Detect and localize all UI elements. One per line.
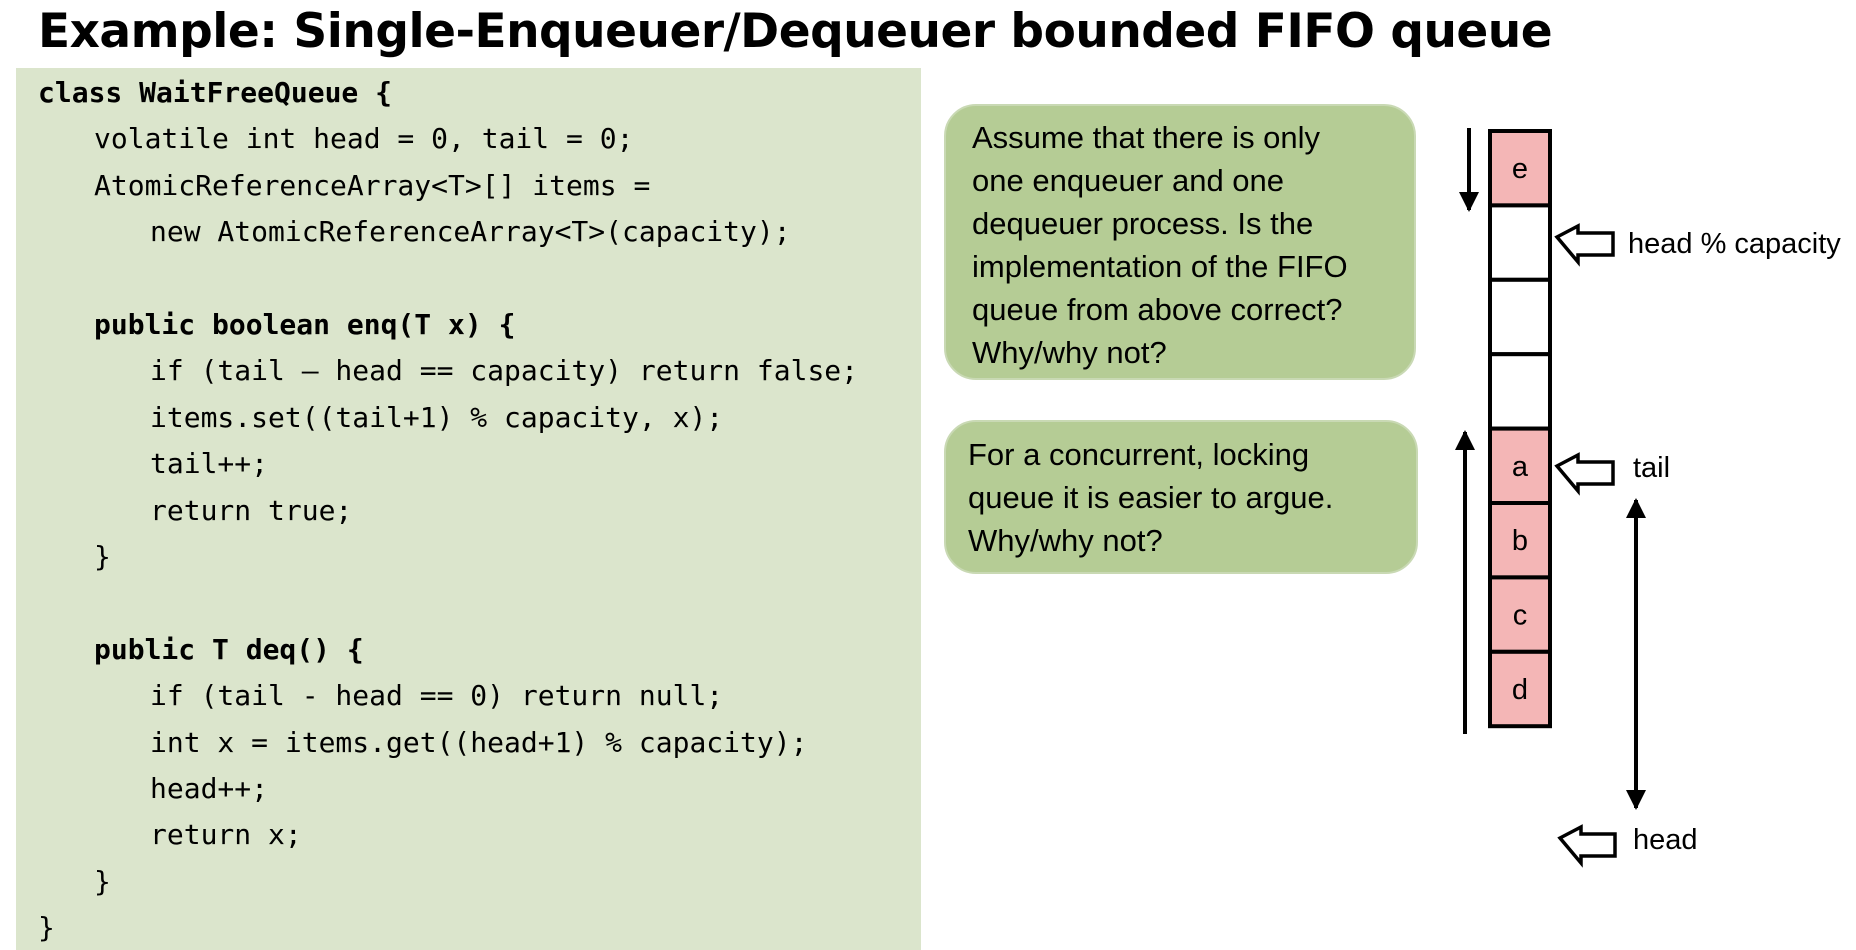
- code-line: }: [94, 540, 111, 573]
- head-pointer: head: [1557, 824, 1698, 868]
- callout-line: dequeuer process. Is the: [972, 206, 1314, 241]
- slide-title: Example: Single-Enqueuer/Dequeuer bounde…: [38, 4, 1553, 59]
- queue-cell-c: c: [1488, 575, 1552, 654]
- code-line: public T deq() {: [94, 632, 364, 666]
- queue-cell-label: a: [1512, 451, 1529, 483]
- code-line: }: [94, 864, 111, 898]
- queue-cell-box: [1488, 203, 1552, 282]
- tail-label: tail: [1633, 452, 1670, 484]
- queue-cell-b: b: [1488, 501, 1552, 580]
- code-line: }: [38, 911, 55, 945]
- callout-line: Assume that there is only: [972, 120, 1321, 155]
- queue-array: e a b c d: [1488, 129, 1552, 729]
- callout-line: queue from above correct?: [972, 292, 1343, 327]
- callout-line: Why/why not?: [972, 335, 1167, 370]
- queue-cell-empty: [1488, 277, 1552, 357]
- code-line: new AtomicReferenceArray<T>(capacity);: [150, 215, 791, 249]
- queue-cell-e: e: [1488, 129, 1552, 208]
- queue-cell-box: [1488, 575, 1552, 654]
- code-line: volatile int head = 0, tail = 0;: [94, 122, 634, 156]
- code-line: head++;: [150, 772, 269, 805]
- callout-line: one enqueuer and one: [972, 163, 1285, 198]
- queue-cell-box: [1488, 426, 1552, 506]
- queue-cell-d: d: [1488, 649, 1552, 729]
- code-line: return x;: [150, 818, 302, 852]
- code-line: if (tail – head == capacity) return fals…: [150, 354, 859, 388]
- block-arrow-left-icon: [1554, 223, 1615, 267]
- queue-cell-a: a: [1488, 426, 1552, 506]
- callout-line: queue it is easier to argue.: [968, 480, 1334, 515]
- code-line: class WaitFreeQueue {: [38, 76, 393, 109]
- head-label: head: [1633, 824, 1698, 856]
- code-line: AtomicReferenceArray<T>[] items =: [94, 168, 651, 202]
- callout-line: Why/why not?: [968, 523, 1163, 558]
- callout-line: implementation of the FIFO: [972, 249, 1348, 284]
- code-line: return true;: [150, 493, 353, 527]
- block-arrow-left-icon: [1557, 824, 1617, 868]
- code-line: if (tail - head == 0) return null;: [150, 679, 724, 713]
- queue-cell-label: d: [1512, 674, 1528, 706]
- queue-cell-label: e: [1512, 153, 1528, 185]
- queue-cell-box: [1488, 277, 1552, 357]
- tail-pointer: tail: [1554, 452, 1670, 496]
- queue-cell-empty: [1488, 203, 1552, 282]
- callout-question-correctness: Assume that there is only one enqueuer a…: [944, 104, 1416, 380]
- queue-cell-label: b: [1512, 525, 1528, 557]
- queue-cell-box: [1488, 649, 1552, 729]
- code-panel: class WaitFreeQueue { volatile int head =…: [16, 68, 921, 950]
- code-line: items.set((tail+1) % capacity, x);: [150, 400, 724, 434]
- code-line: tail++;: [150, 447, 269, 481]
- queue-cell-box: [1488, 501, 1552, 580]
- head-capacity-label: head % capacity: [1628, 228, 1841, 260]
- callout-question-locking: For a concurrent, locking queue it is ea…: [944, 420, 1418, 574]
- code-line: public boolean enq(T x) {: [94, 308, 516, 341]
- block-arrow-left-icon: [1554, 452, 1615, 496]
- callout-line: For a concurrent, locking: [968, 437, 1310, 472]
- queue-cell-box: [1488, 129, 1552, 208]
- head-capacity-pointer: head % capacity: [1554, 223, 1841, 267]
- queue-cell-box: [1488, 352, 1552, 431]
- code-line: int x = items.get((head+1) % capacity);: [150, 725, 808, 759]
- queue-cell-label: c: [1513, 600, 1528, 632]
- queue-cell-empty: [1488, 352, 1552, 431]
